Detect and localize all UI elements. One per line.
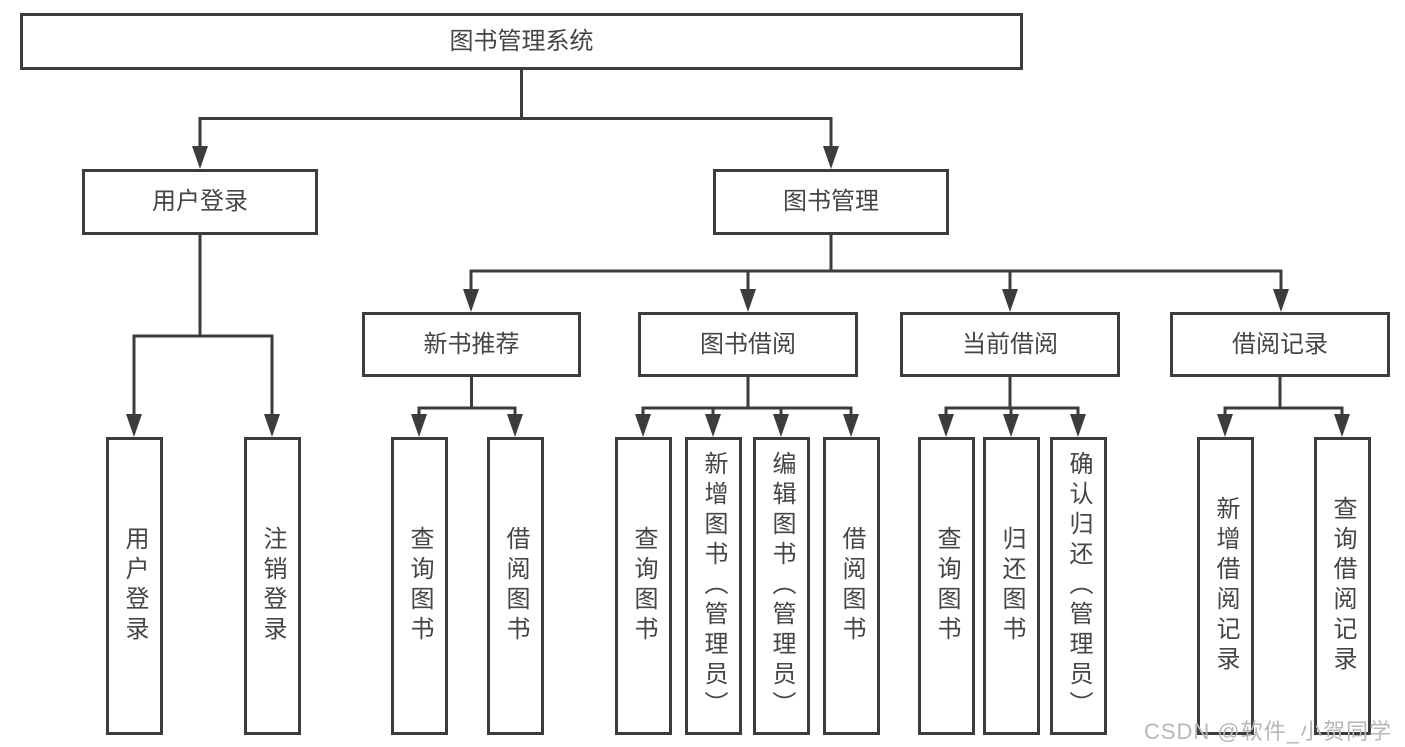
leaf-label: 新增借阅记录 (1212, 496, 1239, 676)
node-borrowing-records: 借阅记录 (1170, 312, 1390, 377)
leaf-label: 查询图书 (933, 526, 960, 646)
leaf-add-books-admin: 新增图书（管理员） (684, 437, 742, 735)
leaf-query-borrow-record: 查询借阅记录 (1313, 437, 1371, 735)
node-label: 当前借阅 (962, 330, 1058, 358)
node-label: 用户登录 (152, 188, 248, 215)
node-current-borrowing: 当前借阅 (900, 312, 1120, 377)
leaf-label: 借阅图书 (838, 526, 865, 646)
leaf-label: 编辑图书（管理员） (768, 451, 795, 721)
node-new-book-recommendation: 新书推荐 (362, 312, 581, 377)
node-book-borrowing: 图书借阅 (638, 312, 858, 377)
leaf-query-books-borrow: 查询图书 (614, 437, 672, 735)
leaf-borrow-books-recommend: 借阅图书 (486, 437, 544, 735)
leaf-confirm-return-admin: 确认归还（管理员） (1049, 437, 1107, 735)
leaf-label: 借阅图书 (502, 526, 529, 646)
leaf-edit-books-admin: 编辑图书（管理员） (752, 437, 810, 735)
leaf-label: 查询图书 (406, 526, 433, 646)
leaf-return-books: 归还图书 (982, 437, 1040, 735)
leaf-label: 查询借阅记录 (1329, 496, 1356, 676)
leaf-label: 查询图书 (630, 526, 657, 646)
leaf-add-borrow-record: 新增借阅记录 (1196, 437, 1254, 735)
leaf-query-books-current: 查询图书 (917, 437, 975, 735)
leaf-user-login: 用户登录 (105, 437, 163, 735)
leaf-borrow-books: 借阅图书 (822, 437, 880, 735)
node-label: 图书管理系统 (449, 27, 594, 55)
leaf-label: 归还图书 (998, 526, 1025, 646)
leaf-label: 确认归还（管理员） (1065, 451, 1092, 721)
leaf-label: 用户登录 (121, 526, 148, 646)
node-library-management-system: 图书管理系统 (20, 13, 1023, 70)
leaf-logout: 注销登录 (243, 437, 301, 735)
node-label: 图书借阅 (700, 330, 796, 358)
leaf-query-books-recommend: 查询图书 (390, 437, 448, 735)
node-label: 新书推荐 (423, 330, 520, 358)
node-user-login: 用户登录 (82, 169, 318, 235)
leaf-label: 注销登录 (259, 526, 286, 646)
csdn-watermark: CSDN @软件_小贺同学 (1143, 719, 1392, 744)
arrowheads (126, 146, 1350, 437)
node-label: 借阅记录 (1232, 330, 1328, 358)
leaf-label: 新增图书（管理员） (700, 451, 727, 721)
node-label: 图书管理 (783, 188, 879, 215)
node-book-management: 图书管理 (713, 169, 949, 235)
